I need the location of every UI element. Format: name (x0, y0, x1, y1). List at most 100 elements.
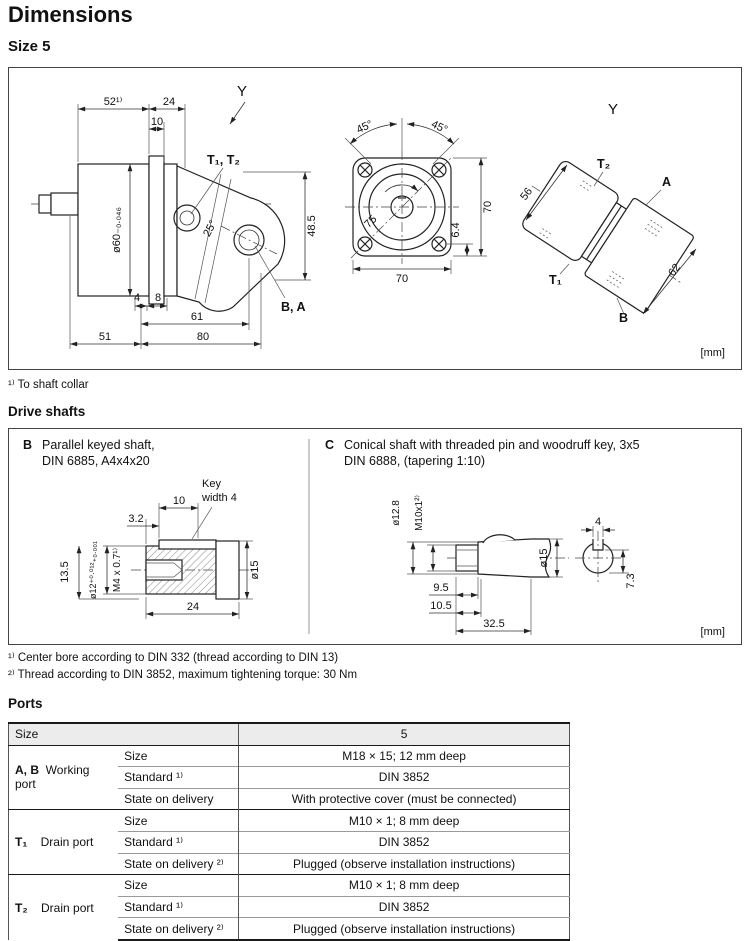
y-view-t1-label: T₁ (549, 273, 562, 287)
dim-62: 62 (666, 262, 683, 279)
dim-4: 4 (134, 292, 140, 304)
cell-value: Plugged (observe installation instructio… (238, 852, 570, 875)
unit-label-mm-shafts: [mm] (701, 626, 725, 638)
port-cell-t1: T₁ Drain port (8, 809, 119, 875)
ba-ports-label: B, A (281, 300, 306, 314)
table-row: T₂ Drain port Size M10 × 1; 8 mm deep (8, 874, 570, 940)
dim-b-m4: M4 x 0.7¹⁾ (112, 548, 123, 592)
ports-table-header-row: Size 5 (8, 721, 570, 746)
table-row: Standard ¹⁾ DIN 3852 (9, 830, 570, 854)
drive-shafts-heading: Drive shafts (8, 404, 86, 419)
footnote-shaft-collar: ¹⁾ To shaft collar (8, 379, 89, 391)
dim-8: 8 (155, 292, 161, 304)
view-y-label: Y (608, 101, 618, 118)
dim-c-m10: M10x1²⁾ (414, 495, 425, 531)
dim-61: 61 (191, 311, 203, 323)
cell-label: Size (118, 874, 239, 897)
cell-label: State on delivery (118, 787, 239, 810)
dim-b-key-note-1: Key (202, 478, 221, 490)
dimensions-drawing-box: T₁, T₂ B, A 25° 52¹⁾ 24 10 ø60₋₀.₀₄₆ 48.… (8, 67, 742, 370)
dim-b-10: 10 (173, 495, 185, 507)
dimensions-drawing: T₁, T₂ B, A 25° 52¹⁾ 24 10 ø60₋₀.₀₄₆ 48.… (31, 83, 725, 359)
dim-45-right: 45° (429, 118, 449, 136)
footnote-center-bore: ¹⁾ Center bore according to DIN 332 (thr… (8, 652, 339, 664)
cell-label: Size (118, 809, 239, 832)
shaft-b-header: B Parallel keyed shaft, DIN 6885, A4x4x2… (23, 437, 155, 470)
dim-c-10-5: 10.5 (430, 600, 451, 612)
cell-label: State on delivery ²⁾ (118, 917, 239, 941)
y-view-b-label: B (619, 311, 628, 325)
dim-10: 10 (151, 116, 163, 128)
dim-70-right: 70 (482, 201, 494, 213)
dim-45-left: 45° (355, 118, 375, 136)
cell-value: Plugged (observe installation instructio… (238, 917, 570, 941)
port-cell-t2: T₂ Drain port (8, 874, 119, 940)
view-y-arrow-label: Y (237, 83, 247, 100)
shaft-b-key: B (23, 438, 33, 452)
table-row: A, B Working port Size M18 × 15; 12 mm d… (8, 744, 570, 810)
shaft-c-header: C Conical shaft with threaded pin and wo… (325, 437, 640, 470)
dim-b-15: ø15 (249, 561, 261, 580)
dim-48-5: 48.5 (306, 215, 318, 236)
side-view-drawing: T₁, T₂ B, A 25° 52¹⁾ 24 10 ø60₋₀.₀₄₆ 48.… (31, 83, 318, 349)
cell-value: DIN 3852 (238, 895, 570, 918)
ports-header-size: Size (8, 721, 239, 746)
cell-label: Standard ¹⁾ (118, 830, 239, 854)
ports-table: Size 5 A, B Working port Size M18 × 15; … (8, 721, 570, 941)
shaft-c-drawing: ø12.8 M10x1²⁾ 4 7.3 ø15 9.5 10.5 32.5 (391, 495, 637, 635)
t-ports-label: T₁, T₂ (207, 153, 240, 167)
dim-60: ø60₋₀.₀₄₆ (111, 207, 123, 253)
shaft-c-key: C (325, 438, 335, 452)
table-row: T₁ Drain port Size M10 × 1; 8 mm deep (8, 809, 570, 875)
page-title: Dimensions (8, 2, 133, 27)
cell-label: Standard ¹⁾ (118, 766, 239, 789)
table-row: Standard ¹⁾ DIN 3852 (9, 895, 570, 918)
dim-c-4: 4 (595, 516, 601, 528)
cell-value: With protective cover (must be connected… (238, 787, 570, 810)
cell-value: M10 × 1; 8 mm deep (238, 809, 570, 832)
shaft-b-title-2: DIN 6885, A4x4x20 (42, 454, 150, 469)
y-view-drawing: Y T₂ A T₁ B 56 62 (518, 101, 697, 325)
shaft-b-title-1: Parallel keyed shaft, (42, 438, 155, 452)
dim-80: 80 (197, 331, 209, 343)
footnote-thread: ²⁾ Thread according to DIN 3852, maximum… (8, 669, 358, 681)
ports-header-5: 5 (238, 721, 570, 746)
dim-c-12-8: ø12.8 (391, 500, 402, 526)
dim-b-24: 24 (187, 601, 199, 613)
table-row: State on delivery With protective cover … (9, 787, 570, 810)
table-row: Standard ¹⁾ DIN 3852 (9, 766, 570, 789)
dim-b-12: ø12⁺⁰·⁰¹²₊₀.₀₀₁ (88, 541, 98, 599)
dim-c-7-3: 7.3 (625, 573, 637, 588)
dim-6-4: 6.4 (450, 222, 462, 237)
unit-label-mm: [mm] (701, 347, 725, 359)
table-row: State on delivery ²⁾ Plugged (observe in… (9, 852, 570, 875)
dim-b-key-note-2: width 4 (201, 492, 237, 504)
y-view-t2-label: T₂ (597, 157, 610, 171)
dim-c-15: ø15 (538, 549, 550, 568)
dim-b-3-2: 3.2 (128, 513, 143, 525)
cell-value: DIN 3852 (238, 830, 570, 854)
ports-heading: Ports (8, 696, 43, 711)
cell-label: Size (118, 744, 239, 767)
cell-value: M10 × 1; 8 mm deep (238, 874, 570, 897)
dim-c-32-5: 32.5 (483, 618, 504, 630)
flange-view-drawing: 45° 45° 75 70 6.4 70 (344, 118, 494, 285)
dim-52: 52¹⁾ (104, 96, 123, 108)
size-subtitle: Size 5 (8, 38, 51, 55)
cell-value: DIN 3852 (238, 766, 570, 789)
port-cell-ab: A, B Working port (8, 744, 119, 810)
shaft-c-title-2: DIN 6888, (tapering 1:10) (344, 454, 486, 469)
y-view-a-label: A (662, 175, 671, 189)
dim-70-bottom: 70 (396, 273, 408, 285)
dim-b-13-5: 13.5 (59, 561, 71, 582)
shaft-c-title-1: Conical shaft with threaded pin and wood… (344, 438, 640, 452)
cell-label: Standard ¹⁾ (118, 895, 239, 918)
drive-shafts-drawing: 10 3.2 Key width 4 ø12⁺⁰·⁰¹²₊₀.₀₀₁ M4 x … (59, 439, 725, 638)
dim-c-9-5: 9.5 (433, 582, 448, 594)
shaft-b-drawing: 10 3.2 Key width 4 ø12⁺⁰·⁰¹²₊₀.₀₀₁ M4 x … (59, 478, 261, 619)
drive-shafts-box: B Parallel keyed shaft, DIN 6885, A4x4x2… (8, 428, 742, 645)
cell-value: M18 × 15; 12 mm deep (238, 744, 570, 767)
cell-label: State on delivery ²⁾ (118, 852, 239, 875)
dim-56: 56 (518, 186, 535, 203)
